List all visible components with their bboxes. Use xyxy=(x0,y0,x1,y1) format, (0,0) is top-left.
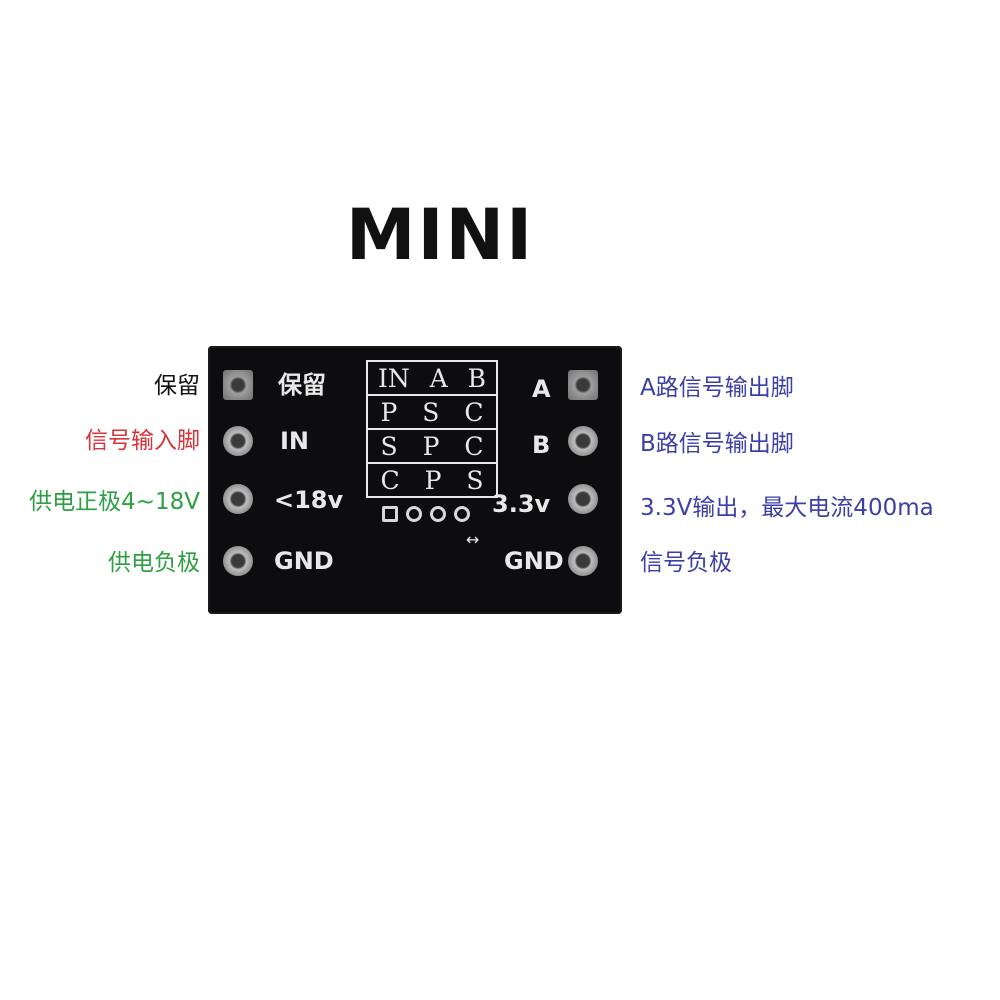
mode-cell: S xyxy=(422,397,440,427)
pcb-board: 保留 IN <18v GND A B 3.3v GND IN A B P S C… xyxy=(208,346,622,614)
jumper-via xyxy=(454,506,470,522)
jumper-via xyxy=(430,506,446,522)
right-label-a-output: A路信号输出脚 xyxy=(640,375,794,401)
mode-cell: B xyxy=(467,363,486,393)
left-label-reserved: 保留 xyxy=(154,373,200,399)
silk-in: IN xyxy=(280,427,310,455)
double-arrow-icon: ↔ xyxy=(466,530,480,549)
mode-cell: A xyxy=(429,363,448,393)
pad-3v3 xyxy=(568,484,598,514)
silk-vin: <18v xyxy=(274,486,344,514)
pad-in xyxy=(223,426,253,456)
left-label-power-positive: 供电正极4~18V xyxy=(29,489,200,515)
pad-b xyxy=(568,426,598,456)
left-label-signal-input: 信号输入脚 xyxy=(85,428,200,454)
mode-cell: S xyxy=(380,431,398,461)
mode-cell: P xyxy=(424,465,442,495)
pad-vin xyxy=(223,484,253,514)
mode-table-row: C P S xyxy=(368,464,496,498)
silk-a: A xyxy=(532,375,551,403)
mode-table-row: P S C xyxy=(368,396,496,430)
silk-gnd-right: GND xyxy=(504,547,564,575)
pad-a xyxy=(568,370,598,400)
mode-cell: P xyxy=(380,397,398,427)
mode-cell: C xyxy=(464,431,484,461)
jumper-via xyxy=(406,506,422,522)
right-label-signal-negative: 信号负极 xyxy=(640,550,732,576)
silk-3v3: 3.3v xyxy=(492,490,551,518)
mode-table: IN A B P S C S P C C P S xyxy=(366,360,498,498)
mode-cell: S xyxy=(466,465,484,495)
silk-b: B xyxy=(532,431,551,459)
pad-gnd-left xyxy=(223,546,253,576)
right-label-3v3-output: 3.3V输出，最大电流400ma xyxy=(640,495,934,521)
left-label-power-negative: 供电负极 xyxy=(108,550,200,576)
mode-cell: P xyxy=(422,431,440,461)
diagram-title: MINI xyxy=(345,194,535,276)
mode-table-row: S P C xyxy=(368,430,496,464)
mode-cell: IN xyxy=(377,363,410,393)
pad-reserved xyxy=(223,370,253,400)
mode-cell: C xyxy=(380,465,400,495)
mode-cell: C xyxy=(464,397,484,427)
silk-gnd-left: GND xyxy=(274,547,334,575)
pad-gnd-right xyxy=(568,546,598,576)
jumper-via xyxy=(382,506,398,522)
right-label-b-output: B路信号输出脚 xyxy=(640,431,794,457)
mode-table-header: IN A B xyxy=(368,362,496,396)
silk-reserved: 保留 xyxy=(278,371,326,399)
